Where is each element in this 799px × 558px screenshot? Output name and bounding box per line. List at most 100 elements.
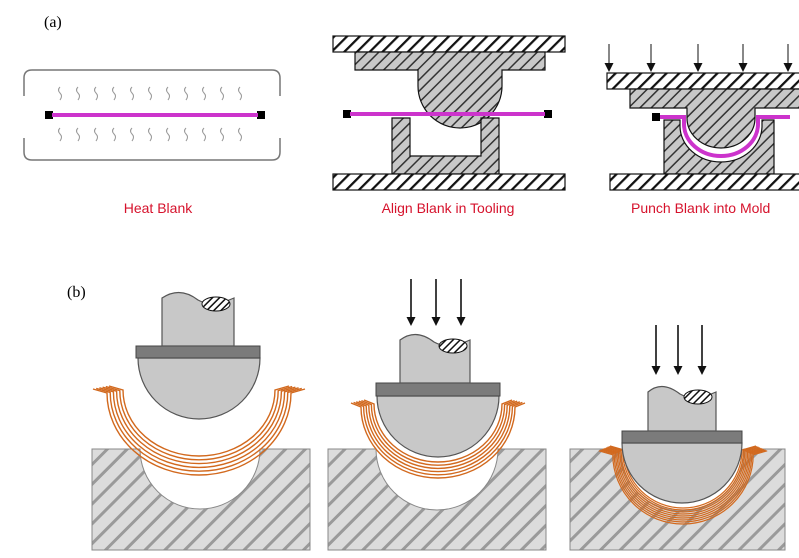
arrow-head <box>783 63 793 72</box>
arrow-head <box>651 366 661 375</box>
composite-ply <box>605 447 761 515</box>
composite-ply <box>99 387 299 469</box>
composite-ply <box>108 385 290 457</box>
arrow-head <box>697 366 707 375</box>
composite-ply <box>92 388 306 476</box>
composite-ply <box>350 402 526 479</box>
plate-3 <box>621 430 743 444</box>
composite-ply <box>358 400 518 470</box>
arrow-head <box>738 63 748 72</box>
punch-top-platen <box>606 72 799 90</box>
heat-wave <box>75 86 81 101</box>
clamp-right <box>257 111 265 119</box>
press-arrows <box>604 44 793 72</box>
composite-ply <box>353 401 523 476</box>
heat-wave <box>237 86 243 101</box>
heat-wave <box>219 86 225 101</box>
heat-wave <box>201 86 207 101</box>
arrow-head <box>456 317 466 326</box>
composite-ply <box>600 449 766 523</box>
heat-wave <box>75 127 81 142</box>
heat-wave <box>147 127 153 142</box>
shaft-section-1 <box>201 296 231 312</box>
dome-3 <box>621 442 743 504</box>
composite-ply <box>598 450 768 525</box>
arrow-head <box>646 63 656 72</box>
clamp-left <box>45 111 53 119</box>
heat-wave <box>93 127 99 142</box>
top-platen <box>332 35 566 53</box>
composite-ply <box>102 386 296 465</box>
arrow-head <box>406 317 416 326</box>
shaft-section-2 <box>438 338 468 354</box>
heat-wave <box>237 127 243 142</box>
heat-wave <box>165 86 171 101</box>
heat-blank-stage: Heat Blank <box>23 69 281 216</box>
composite-ply <box>361 399 515 466</box>
composite-ply <box>96 387 302 472</box>
composite-ply <box>607 446 759 513</box>
plies-1 <box>92 385 306 476</box>
align-blank-stage: Align Blank in Tooling <box>332 35 566 216</box>
mold-block-2 <box>327 448 547 551</box>
oven-bottom <box>23 138 281 161</box>
caption-align-blank: Align Blank in Tooling <box>382 200 515 216</box>
heat-wave <box>147 86 153 101</box>
plate-2 <box>375 382 501 397</box>
composite-ply <box>355 401 521 473</box>
heat-wave <box>201 127 207 142</box>
formed-blank <box>660 115 790 158</box>
arrow-head <box>693 63 703 72</box>
drape-stage-1 <box>91 291 311 551</box>
mold-block-1 <box>91 448 311 551</box>
heat-wave <box>183 127 189 142</box>
caption-heat-blank: Heat Blank <box>124 200 193 216</box>
heat-wave <box>111 86 117 101</box>
panel-a-label: (a) <box>44 14 62 31</box>
composite-ply <box>105 385 293 461</box>
shaft-section-3 <box>683 389 713 405</box>
oven-top <box>23 69 281 96</box>
dome-2 <box>376 395 500 458</box>
bottom-platen <box>332 173 566 191</box>
punch-bottom-platen <box>609 173 799 191</box>
punch-tool-lowered <box>629 88 799 149</box>
composite-ply <box>609 445 757 509</box>
punch-tool <box>354 51 546 129</box>
punch-clamp-left <box>652 113 660 121</box>
arrow-head <box>673 366 683 375</box>
align-clamp-left <box>343 110 351 118</box>
arrow-head <box>431 317 441 326</box>
plies-3 <box>598 445 768 525</box>
composite-ply <box>602 448 764 519</box>
heat-waves-bottom <box>57 127 243 142</box>
drape-stage-2 <box>327 279 547 551</box>
composite-ply <box>363 399 513 463</box>
heat-wave <box>183 86 189 101</box>
heat-wave <box>93 86 99 101</box>
arrow-head <box>604 63 614 72</box>
press-arrows-2 <box>406 279 466 326</box>
composite-ply <box>608 446 758 511</box>
composite-ply <box>601 449 765 521</box>
panel-b-label: (b) <box>67 284 86 301</box>
heat-wave <box>219 127 225 142</box>
composite-ply <box>604 447 762 517</box>
punch-mold-tool <box>663 119 775 175</box>
drape-stage-3 <box>569 325 786 551</box>
heat-wave <box>57 86 63 101</box>
caption-punch-blank: Punch Blank into Mold <box>631 200 770 216</box>
heat-wave <box>129 86 135 101</box>
heat-waves-top <box>57 86 243 101</box>
dome-1 <box>137 357 261 420</box>
heat-wave <box>165 127 171 142</box>
mold-tool <box>391 117 500 175</box>
align-clamp-right <box>544 110 552 118</box>
heat-wave <box>129 127 135 142</box>
plate-1 <box>135 345 261 359</box>
heat-wave <box>57 127 63 142</box>
press-arrows-3 <box>651 325 707 375</box>
plies-2 <box>350 399 526 479</box>
punch-blank-stage: Punch Blank into Mold <box>604 44 799 216</box>
